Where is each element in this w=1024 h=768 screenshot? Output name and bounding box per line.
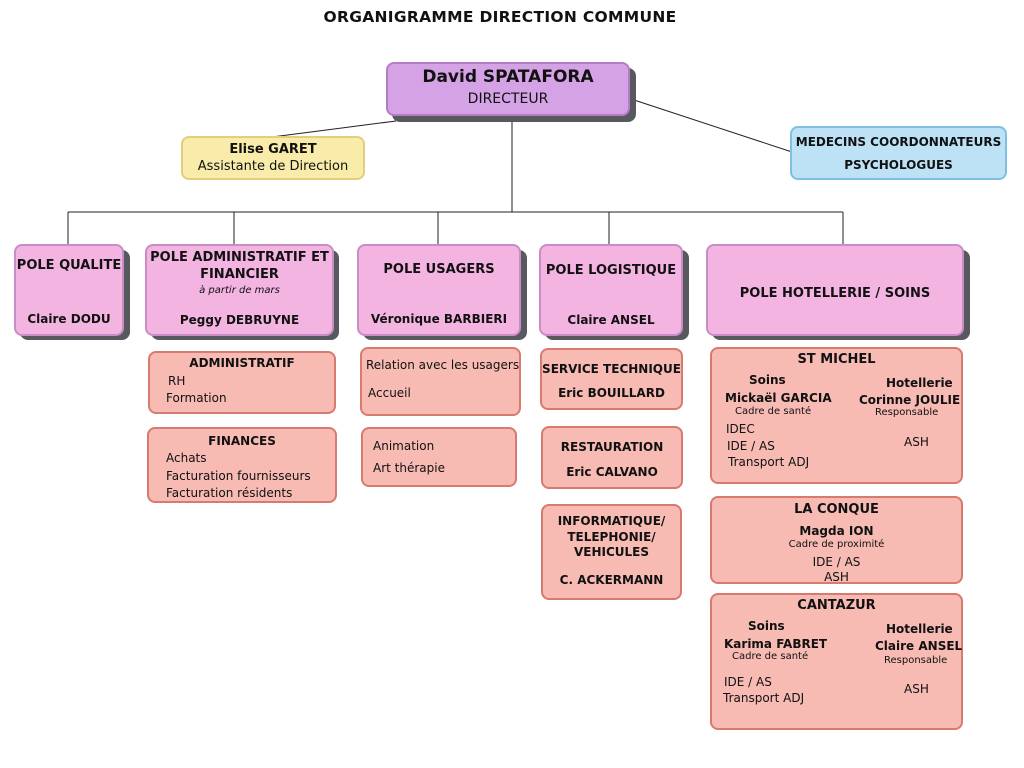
pole-admin-name-line2: FINANCIER xyxy=(200,267,279,282)
director-name: David SPATAFORA xyxy=(422,67,594,87)
informatique-title-line2: TELEPHONIE/ xyxy=(567,530,656,544)
st-michel-hotel-person: Corinne JOULIE xyxy=(859,393,961,407)
usagers-item: Animation xyxy=(373,439,435,453)
page-title: ORGANIGRAMME DIRECTION COMMUNE xyxy=(323,8,677,26)
informatique-person: C. ACKERMANN xyxy=(559,573,664,587)
la-conque-person: Magda ION xyxy=(799,524,874,538)
usagers-unit-2: Animation Art thérapie xyxy=(361,427,517,487)
site-la-conque-box: LA CONQUE Magda ION Cadre de proximité I… xyxy=(710,496,963,584)
pole-usagers-box: POLE USAGERS Véronique BARBIERI xyxy=(357,244,521,336)
assistant-name: Elise GARET xyxy=(229,142,317,157)
administratif-box: ADMINISTRATIF RH Formation xyxy=(148,351,336,414)
la-conque-item: ASH xyxy=(824,570,849,584)
finances-title: FINANCES xyxy=(208,434,276,448)
pole-qualite-name: POLE QUALITE xyxy=(16,258,122,273)
administratif-item: RH xyxy=(168,374,186,388)
st-michel-soins-person: Mickaël GARCIA xyxy=(725,391,832,405)
site-cantazur-box: CANTAZUR Soins Karima FABRET Cadre de sa… xyxy=(710,593,963,730)
cantazur-hotel-item: ASH xyxy=(904,682,929,696)
administratif-title: ADMINISTRATIF xyxy=(189,356,295,370)
la-conque-role: Cadre de proximité xyxy=(788,539,885,550)
st-michel-hotel-label: Hotellerie xyxy=(886,376,953,390)
st-michel-soins-item: IDE / AS xyxy=(727,439,775,453)
informatique-title-line3: VEHICULES xyxy=(573,545,650,559)
pole-usagers-person: Véronique BARBIERI xyxy=(370,312,508,326)
finances-box: FINANCES Achats Facturation fournisseurs… xyxy=(147,427,337,503)
cantazur-soins-item: IDE / AS xyxy=(724,675,772,689)
service-technique-title: SERVICE TECHNIQUE xyxy=(542,362,681,376)
st-michel-hotel-item: ASH xyxy=(904,435,929,449)
usagers-item: Art thérapie xyxy=(373,461,445,475)
pole-admin-name-line1: POLE ADMINISTRATIF ET xyxy=(150,250,329,265)
service-technique-person: Eric BOUILLARD xyxy=(558,386,665,400)
restauration-box: RESTAURATION Eric CALVANO xyxy=(541,426,683,489)
cantazur-hotel-label: Hotellerie xyxy=(886,622,953,636)
director-box: David SPATAFORA DIRECTEUR xyxy=(386,62,630,116)
pole-logistique-person: Claire ANSEL xyxy=(567,313,655,327)
cantazur-soins-item: Transport ADJ xyxy=(723,691,805,705)
finances-item: Facturation fournisseurs xyxy=(166,469,311,483)
pole-logistique-box: POLE LOGISTIQUE Claire ANSEL xyxy=(539,244,683,336)
informatique-title-line1: INFORMATIQUE/ xyxy=(557,514,666,528)
cantazur-hotel-person: Claire ANSEL xyxy=(875,639,963,653)
pole-qualite-box: POLE QUALITE Claire DODU xyxy=(14,244,124,336)
restauration-title: RESTAURATION xyxy=(560,440,664,454)
director-role: DIRECTEUR xyxy=(467,91,549,107)
usagers-unit-1: Relation avec les usagers Accueil xyxy=(360,347,521,416)
informatique-box: INFORMATIQUE/ TELEPHONIE/ VEHICULES C. A… xyxy=(541,504,682,600)
st-michel-soins-label: Soins xyxy=(749,373,786,387)
pole-hotellerie-name: POLE HOTELLERIE / SOINS xyxy=(739,286,931,301)
pole-logistique-name: POLE LOGISTIQUE xyxy=(545,263,677,278)
cantazur-hotel-role: Responsable xyxy=(884,655,948,666)
assistant-box: Elise GARET Assistante de Direction xyxy=(181,136,365,180)
st-michel-soins-item: IDEC xyxy=(726,422,755,436)
pole-hotellerie-box: POLE HOTELLERIE / SOINS xyxy=(706,244,964,336)
medical-box: MEDECINS COORDONNATEURS PSYCHOLOGUES xyxy=(790,126,1007,180)
site-la-conque-name: LA CONQUE xyxy=(794,502,879,517)
la-conque-item: IDE / AS xyxy=(812,555,861,569)
finances-item: Facturation résidents xyxy=(166,486,293,500)
site-cantazur-name: CANTAZUR xyxy=(797,598,876,613)
cantazur-soins-label: Soins xyxy=(748,619,785,633)
administratif-item: Formation xyxy=(166,391,227,405)
pole-admin-person: Peggy DEBRUYNE xyxy=(179,313,300,327)
st-michel-soins-item: Transport ADJ xyxy=(728,455,810,469)
site-st-michel-name: ST MICHEL xyxy=(797,352,876,367)
st-michel-soins-role: Cadre de santé xyxy=(735,406,812,417)
cantazur-soins-role: Cadre de santé xyxy=(732,651,809,662)
pole-admin-box: POLE ADMINISTRATIF ET FINANCIER à partir… xyxy=(145,244,334,336)
pole-usagers-name: POLE USAGERS xyxy=(383,262,495,277)
usagers-item: Relation avec les usagers xyxy=(366,358,520,372)
medical-line1: MEDECINS COORDONNATEURS xyxy=(795,135,1002,149)
service-technique-box: SERVICE TECHNIQUE Eric BOUILLARD xyxy=(540,348,683,410)
restauration-person: Eric CALVANO xyxy=(566,465,658,479)
site-st-michel-box: ST MICHEL Soins Mickaël GARCIA Cadre de … xyxy=(710,347,963,484)
usagers-item: Accueil xyxy=(368,386,411,400)
pole-qualite-person: Claire DODU xyxy=(27,312,111,326)
finances-item: Achats xyxy=(166,451,207,465)
pole-admin-note: à partir de mars xyxy=(199,285,280,296)
cantazur-soins-person: Karima FABRET xyxy=(724,637,828,651)
assistant-role: Assistante de Direction xyxy=(197,159,349,174)
medical-line2: PSYCHOLOGUES xyxy=(844,158,953,172)
st-michel-hotel-role: Responsable xyxy=(875,407,939,418)
